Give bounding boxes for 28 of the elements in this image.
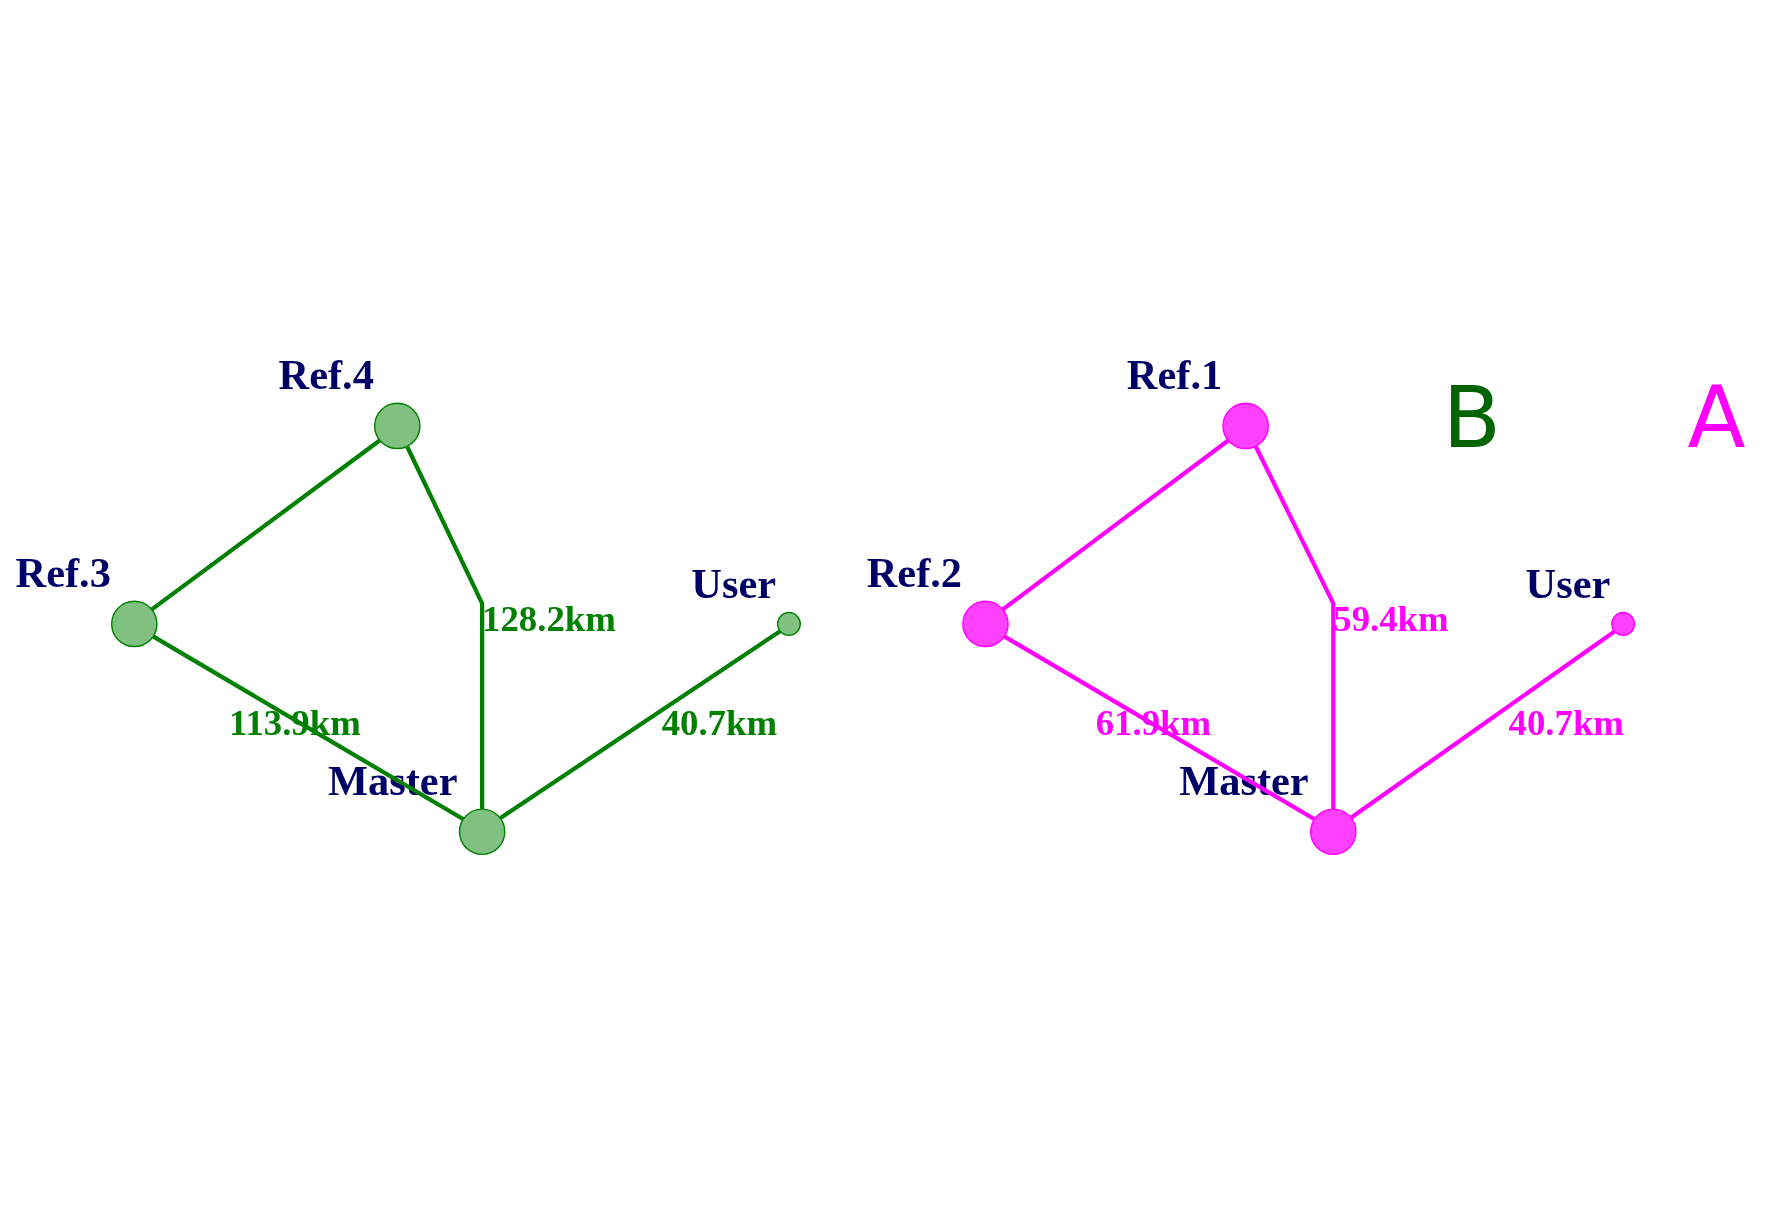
node-circle [373,402,421,449]
node-label: User [1525,559,1610,607]
node-circle [1610,611,1635,636]
edge-label: 59.4km [1332,597,1449,639]
label: B [1442,367,1501,467]
edge-label: 40.7km [1508,701,1624,743]
node-circle [458,807,505,855]
connector [150,438,381,611]
node-circle [1221,402,1269,449]
label: A [1686,367,1745,467]
connector [1001,438,1229,611]
edge-label: 128.2km [481,597,616,639]
connector [1349,629,1615,819]
connector [404,445,484,809]
node-circle [1309,807,1357,855]
node-circle [776,611,801,636]
connector [1253,444,1335,809]
connector [151,634,464,821]
node-circle [961,600,1009,647]
node-label: Ref.2 [866,548,962,596]
node-circle [110,600,158,647]
connector [1003,634,1315,821]
node-label: Ref.3 [15,548,111,596]
edge-label: 40.7km [661,701,777,743]
node-label: User [690,559,776,607]
node-label: Ref.4 [278,350,374,398]
node-label: Ref.1 [1126,350,1222,398]
connector [498,628,781,820]
